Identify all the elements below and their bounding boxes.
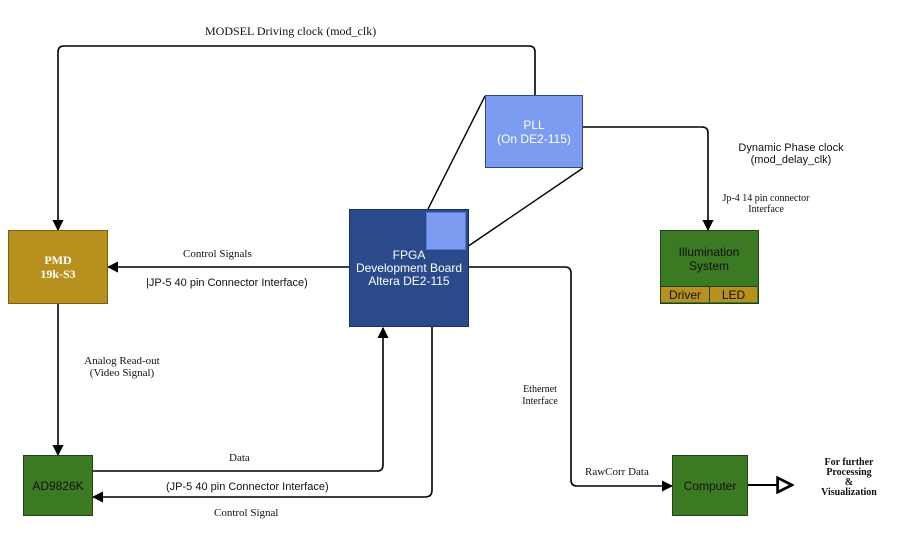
modsel-clock-line [52, 45, 536, 232]
jp4-label: Jp-4 14 pin connector Interface [706, 193, 826, 215]
illumination-line2: System [688, 258, 729, 273]
driver-label: Driver [669, 287, 701, 302]
modsel-label: MODSEL Driving clock (mod_clk) [205, 24, 377, 38]
pll-node: PLL (On DE2-115) [485, 95, 583, 168]
analog-line2: (Video Signal) [89, 367, 155, 379]
ethernet-label: Ethernet Interface [510, 384, 570, 408]
computer-label: Computer [683, 478, 737, 493]
illumination-node: Illumination System Driver LED [660, 230, 759, 304]
data-line [93, 326, 389, 472]
analog-line1: Analog Read-out [84, 355, 160, 367]
further-line3: & [844, 477, 854, 488]
jp5-top-label: |JP-5 40 pin Connector Interface) [146, 277, 308, 289]
further-line4: Visualization [821, 487, 877, 498]
pmd-node: PMD 19k-S3 [8, 230, 108, 304]
pmd-model: 19k-S3 [40, 267, 76, 281]
control-signals-label: Control Signals [183, 248, 252, 260]
led-label: LED [721, 287, 746, 302]
ethernet-line2: Interface [522, 396, 558, 407]
illumination-title: Illumination System [661, 231, 757, 286]
pll-subtitle: (On DE2-115) [497, 131, 571, 146]
fpga-title: FPGA [392, 247, 426, 262]
fpga-line2: Development Board [355, 260, 463, 275]
pll-link-right [466, 167, 584, 248]
computer-node: Computer [672, 455, 748, 516]
rawcorr-label: RawCorr Data [585, 466, 649, 478]
pll-title: PLL [523, 117, 545, 132]
ad9826k-label: AD9826K [32, 478, 84, 493]
jp4-line2: Interface [748, 204, 784, 215]
jp5-bottom-label: (JP-5 40 pin Connector Interface) [166, 481, 329, 493]
ethernet-line1: Ethernet [523, 384, 557, 395]
further-processing-label: For further Processing & Visualization [806, 458, 892, 498]
control-signal-line [91, 327, 433, 503]
fpga-line3: Altera DE2-115 [368, 273, 450, 288]
dynamic-phase-line2: (mod_delay_clk) [750, 154, 832, 166]
ad9826k-node: AD9826K [23, 455, 93, 516]
further-line1: For further [824, 457, 874, 468]
ethernet-line [469, 266, 674, 492]
dynamic-phase-line1: Dynamic Phase clock [738, 142, 844, 154]
driver-cell: Driver [661, 286, 710, 302]
dynamic-phase-label: Dynamic Phase clock (mod_delay_clk) [728, 142, 854, 166]
fpga-node: FPGA Development Board Altera DE2-115 [349, 209, 469, 327]
data-label: Data [229, 452, 250, 464]
led-cell: LED [710, 286, 757, 302]
pll-link-left [427, 95, 486, 210]
dynamic-phase-line [583, 126, 714, 232]
illumination-line1: Illumination [678, 244, 740, 259]
pmd-title: PMD [44, 253, 72, 267]
analog-label: Analog Read-out (Video Signal) [72, 355, 172, 379]
control-signal-label: Control Signal [214, 507, 279, 519]
further-line2: Processing [826, 467, 872, 478]
fpga-pll-inset [426, 212, 466, 250]
jp4-line1: Jp-4 14 pin connector [722, 193, 810, 204]
